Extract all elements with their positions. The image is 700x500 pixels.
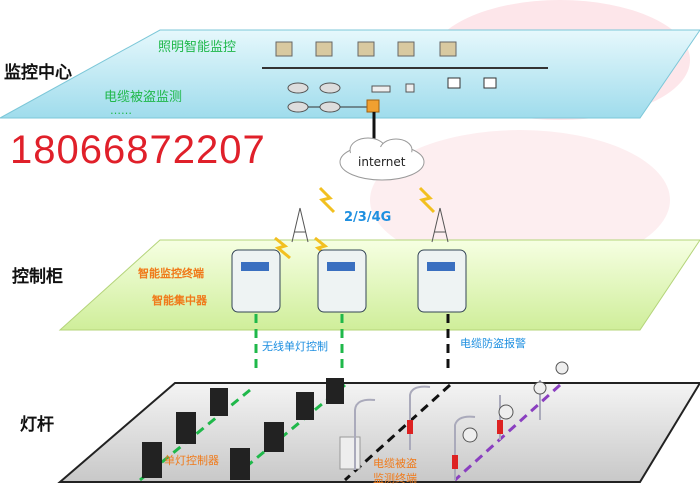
- background-petal: [370, 130, 670, 270]
- phone-number: 18066872207: [10, 128, 266, 172]
- single-lamp-controller-icon: [210, 388, 228, 416]
- pole-devices: [142, 361, 569, 480]
- monitor-terminal-device: [317, 249, 367, 313]
- server-icon: [315, 41, 333, 57]
- firewall-icon: [366, 99, 380, 113]
- switch-icon: [287, 82, 309, 94]
- internet-cloud: [339, 137, 425, 181]
- camera-icon: [462, 427, 478, 443]
- cable-sensor-icon: [452, 455, 458, 469]
- cabinet-devices: [231, 249, 467, 313]
- single-lamp-controller-icon: [296, 392, 314, 420]
- cable-alarm-label: 电缆防盗报警: [460, 337, 526, 350]
- cable-terminal-label-1: 电缆被盗: [373, 457, 417, 470]
- layer-label-light-pole: 灯杆: [20, 415, 54, 435]
- cable-monitor-terminal-icon: [339, 436, 361, 470]
- layer-label-monitor-center: 监控中心: [4, 63, 72, 83]
- monitor-center-plane: [0, 29, 700, 119]
- router-icon: [287, 101, 309, 113]
- cable-terminal-label-2: 监测终端: [373, 472, 417, 485]
- single-lamp-controller-icon: [264, 422, 284, 452]
- single-lamp-controller-label: 单灯控制器: [164, 454, 219, 467]
- more-ellipsis: ……: [110, 104, 132, 117]
- computer-icon: [483, 77, 497, 89]
- monitor-terminal-device: [231, 249, 281, 313]
- single-lamp-controller-icon: [176, 412, 196, 444]
- single-lamp-controller-icon: [142, 442, 162, 478]
- server-icon: [439, 41, 457, 57]
- light-pole-icon: [354, 380, 541, 480]
- monitor-terminal-label: 智能监控终端: [138, 267, 204, 280]
- servers: [275, 41, 497, 113]
- cable-theft-monitor-title: 电缆被盗监测: [104, 90, 183, 105]
- tower-icon: [291, 207, 309, 243]
- computer-icon: [447, 77, 461, 89]
- router-icon: [319, 101, 341, 113]
- control-cabinet-plane: [58, 239, 700, 331]
- switch-icon: [319, 82, 341, 94]
- lighting-monitor-title: 照明智能监控: [158, 40, 237, 55]
- server-icon: [275, 41, 293, 57]
- server-icon: [357, 41, 375, 57]
- cable-sensor-icon: [497, 420, 503, 434]
- internet-label: internet: [358, 155, 406, 169]
- lightning-icon: [274, 236, 291, 260]
- device-icon: [405, 83, 415, 93]
- camera-icon: [555, 361, 569, 375]
- layer-label-control-cabinet: 控制柜: [12, 267, 63, 287]
- camera-icon: [533, 381, 547, 395]
- wireless-label: 2/3/4G: [344, 210, 392, 225]
- monitor-terminal-device: [417, 249, 467, 313]
- camera-icon: [498, 404, 514, 420]
- lightning-icon: [418, 186, 436, 214]
- single-lamp-controller-icon: [230, 448, 250, 480]
- wireless-single-lamp-label: 无线单灯控制: [262, 340, 328, 353]
- server-icon: [397, 41, 415, 57]
- single-lamp-controller-icon: [326, 378, 344, 404]
- lightning-icon: [318, 186, 336, 214]
- cable-sensor-icon: [407, 420, 413, 434]
- concentrator-label: 智能集中器: [152, 294, 207, 307]
- device-icon: [371, 85, 391, 93]
- tower-icon: [431, 207, 449, 243]
